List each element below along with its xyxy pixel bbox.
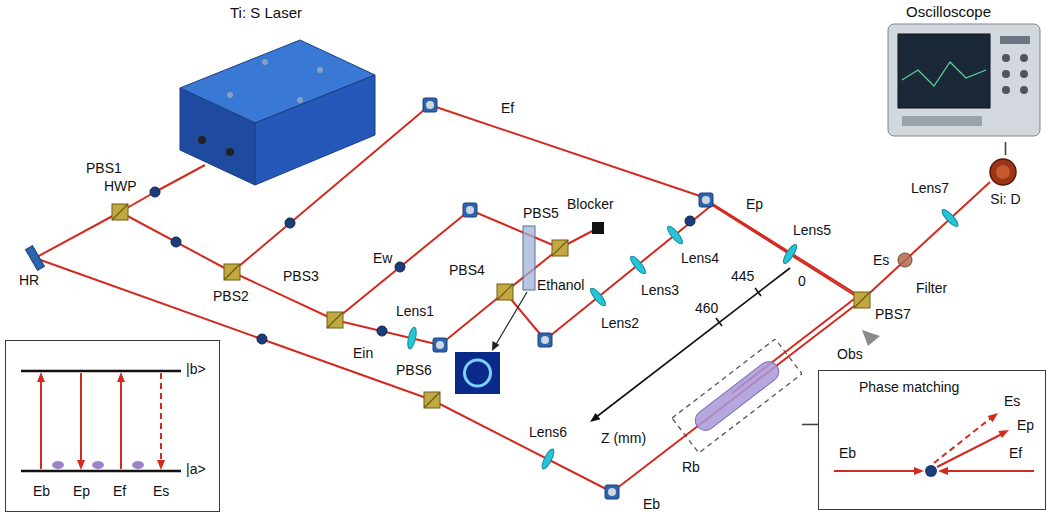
- node-label: Ti: S Laser: [230, 4, 302, 21]
- part-label: 0: [797, 273, 807, 289]
- energy-level-inset: |b> |a> Eb Ep Ef Es: [5, 340, 220, 512]
- node-label: Eb: [839, 445, 856, 461]
- connector: [802, 424, 818, 426]
- part-label: Lens6: [528, 424, 568, 440]
- z-axis: [590, 268, 790, 422]
- node-label: Es: [153, 483, 169, 499]
- part-label: Lens1: [395, 303, 435, 319]
- node-label: Rb: [682, 459, 700, 475]
- oscilloscope-shape: [878, 0, 1048, 142]
- filter: [898, 253, 912, 267]
- phase-matching-inset: Phase matchingEsEpEb Ef: [818, 370, 1046, 510]
- node-label: |a>: [186, 461, 206, 477]
- part-label: Ef: [500, 100, 515, 116]
- part-label: 460: [694, 300, 719, 316]
- part-label: HWP: [103, 178, 138, 194]
- photodiode: Si: D: [975, 155, 1036, 213]
- part-label: Filter: [915, 280, 948, 296]
- node-label: Oscilloscope: [906, 3, 991, 20]
- part-label: Eb: [642, 496, 661, 512]
- ring-pattern: [455, 352, 500, 394]
- laser-head-shape: [170, 0, 385, 198]
- part-label: PBS1: [85, 160, 123, 176]
- part-label: Lens5: [792, 222, 832, 238]
- node-label: Ef: [1009, 445, 1022, 461]
- node-label: Ef: [113, 483, 126, 499]
- part-label: Lens2: [600, 315, 640, 331]
- part-label: PBS6: [395, 362, 433, 378]
- node-label: Si: D: [975, 191, 1036, 207]
- part-label: Obs: [836, 346, 864, 362]
- blocker: [592, 222, 604, 234]
- part-label: Ep: [745, 196, 764, 212]
- part-label: PBS5: [522, 205, 560, 221]
- part-label: Es: [872, 252, 890, 268]
- connector: [1005, 142, 1007, 155]
- node-label: Eb: [33, 483, 50, 499]
- wave-plates: [150, 187, 695, 344]
- part-label: Blocker: [566, 196, 615, 212]
- part-label: PBS7: [874, 306, 912, 322]
- node-label: |b>: [186, 361, 206, 377]
- part-label: Lens3: [640, 282, 680, 298]
- part-label: HR: [18, 272, 40, 288]
- node-label: Phase matching: [859, 379, 959, 395]
- part-label: Z (mm): [600, 430, 647, 446]
- part-label: Ew: [372, 250, 393, 266]
- oscilloscope: Oscilloscope: [878, 0, 1048, 142]
- part-label: PBS2: [212, 288, 250, 304]
- part-label: PBS4: [448, 262, 486, 278]
- part-label: Lens4: [680, 250, 720, 266]
- part-label: 445: [730, 268, 755, 284]
- rb-cell: Rb: [672, 339, 802, 479]
- part-label: PBS3: [282, 268, 320, 284]
- part-label: Ethanol: [536, 277, 585, 293]
- node-label: Es: [1004, 393, 1020, 409]
- laser-head: Ti: S Laser: [170, 0, 385, 198]
- rb-cell-shape: [672, 339, 802, 479]
- ethanol-cuvette: [492, 226, 535, 351]
- node-label: Ep: [73, 483, 90, 499]
- obstacle: [862, 330, 880, 346]
- part-label: Ein: [352, 345, 374, 361]
- node-label: Ep: [1017, 417, 1034, 433]
- part-label: Lens7: [910, 180, 950, 196]
